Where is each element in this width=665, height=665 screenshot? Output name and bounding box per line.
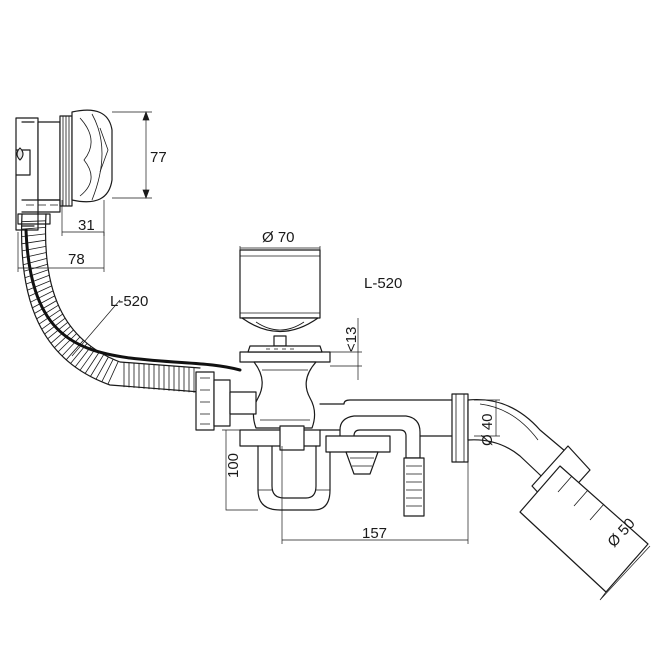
label-overflow-width: 78 xyxy=(68,251,85,268)
label-overflow-depth: 31 xyxy=(78,217,95,234)
label-trap-length: 157 xyxy=(362,525,387,542)
label-overflow-height: 77 xyxy=(150,149,167,166)
label-drain-diameter: Ø 70 xyxy=(262,229,295,246)
label-outlet-diameter-40: Ø 40 xyxy=(479,413,496,446)
trap xyxy=(239,425,331,511)
overflow-head xyxy=(15,109,113,231)
label-cable-length: L-520 xyxy=(110,293,148,310)
drain-body xyxy=(239,345,331,429)
label-length-note: L-520 xyxy=(364,275,402,292)
plug-top xyxy=(239,249,321,347)
label-plug-lift: <13 xyxy=(343,327,360,352)
label-trap-height: 100 xyxy=(225,453,242,478)
dimension-lines xyxy=(17,111,651,601)
control-cable xyxy=(24,228,242,372)
corrugated-hose xyxy=(17,213,201,393)
hose-connector xyxy=(195,371,257,431)
